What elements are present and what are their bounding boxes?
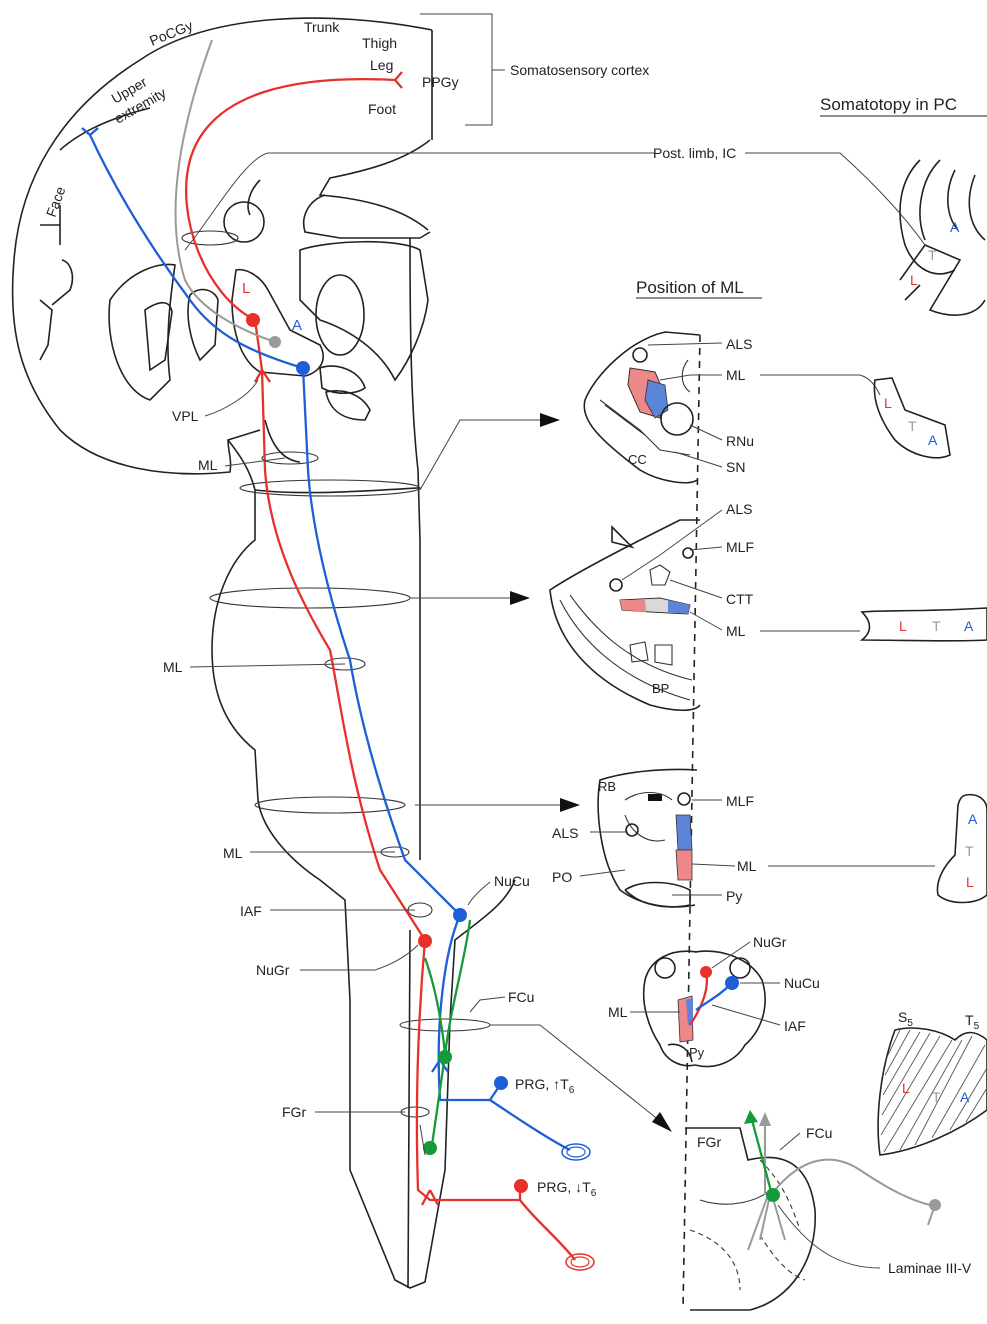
label-prg-lower: PRG, ↓T6 xyxy=(537,1179,597,1199)
label-nucu: NuCu xyxy=(494,873,530,889)
medulla-als: ALS xyxy=(552,825,578,841)
cord-somato-a: A xyxy=(960,1089,970,1105)
label-post-limb-ic: Post. limb, IC xyxy=(653,145,736,161)
somatotopy-midbrain: L T A xyxy=(874,378,950,458)
label-a-thalamus: A xyxy=(292,317,302,334)
caudal-ml: ML xyxy=(608,1004,628,1020)
somatotopy-leaders xyxy=(760,375,935,866)
pons-somato-l: L xyxy=(899,618,907,634)
mid-sn: SN xyxy=(726,459,745,475)
label-ml-2: ML xyxy=(163,659,183,675)
label-thigh: Thigh xyxy=(362,35,397,51)
mid-somato-t: T xyxy=(908,418,917,434)
mid-cc: CC xyxy=(628,452,647,467)
caudal-nugr: NuGr xyxy=(753,934,787,950)
brainstem-labels: ML ML ML IAF NuCu NuGr FCu FGr PRG, ↑T6 … xyxy=(163,457,597,1199)
med-somato-l: L xyxy=(966,874,974,890)
caudal-nucu: NuCu xyxy=(784,975,820,991)
ic-t: T xyxy=(928,247,937,263)
label-nugr: NuGr xyxy=(256,962,290,978)
label-ml-3: ML xyxy=(223,845,243,861)
section-medulla: RB MLF ALS PO ML Py xyxy=(552,769,757,906)
section-midbrain: CC ALS ML RNu SN xyxy=(584,332,754,483)
medulla-ml: ML xyxy=(737,858,757,874)
label-pocgy: PoCGy xyxy=(147,17,195,49)
ic-a: A xyxy=(950,219,960,235)
somatotopy-cord: S5 T5 L T A xyxy=(878,1009,987,1155)
med-somato-t: T xyxy=(965,843,974,859)
pons-ctt: CTT xyxy=(726,591,754,607)
label-vpl: VPL xyxy=(172,408,199,424)
mid-ml: ML xyxy=(726,367,746,383)
pons-somato-a: A xyxy=(964,618,974,634)
label-somatosensory-cortex: Somatosensory cortex xyxy=(510,62,649,78)
pons-bp: BP xyxy=(652,681,669,696)
mid-somato-l: L xyxy=(884,395,892,411)
cortex-labels: PoCGy Trunk Thigh Leg Foot PPGy Somatose… xyxy=(43,17,736,424)
medulla-rb: RB xyxy=(598,779,616,794)
label-iaf: IAF xyxy=(240,903,262,919)
sections-title: Position of ML xyxy=(636,278,744,297)
cord-s5: S5 xyxy=(898,1009,913,1029)
section-pons: BP ALS MLF CTT ML xyxy=(550,501,754,710)
cord-t5: T5 xyxy=(965,1012,980,1032)
medulla-mlf: MLF xyxy=(726,793,754,809)
med-somato-a: A xyxy=(968,811,978,827)
pons-als: ALS xyxy=(726,501,752,517)
label-ppgy: PPGy xyxy=(422,74,459,90)
caudal-py: Py xyxy=(689,1045,705,1060)
label-fcu: FCu xyxy=(508,989,534,1005)
cord-fgr: FGr xyxy=(697,1134,721,1150)
label-foot: Foot xyxy=(368,101,396,117)
medulla-py: Py xyxy=(726,888,742,904)
somatotopy-title: Somatotopy in PC xyxy=(820,95,957,114)
pons-ml: ML xyxy=(726,623,746,639)
label-ml-1: ML xyxy=(198,457,218,473)
arm-pathway xyxy=(82,128,590,1160)
pons-somato-t: T xyxy=(932,618,941,634)
label-leg: Leg xyxy=(370,57,393,73)
ic-l: L xyxy=(910,272,918,288)
section-caudal-medulla: Py NuGr NuCu ML IAF xyxy=(608,934,820,1066)
label-l-thalamus: L xyxy=(242,280,250,297)
caudal-iaf: IAF xyxy=(784,1018,806,1034)
label-face: Face xyxy=(43,184,69,219)
cord-somato-l: L xyxy=(902,1080,910,1096)
mid-als: ALS xyxy=(726,336,752,352)
cord-somato-t: T xyxy=(932,1089,941,1105)
somatotopy-pons: L T A xyxy=(862,608,987,641)
section-spinal-cord: FGr FCu Laminae III-V xyxy=(685,1110,972,1310)
mid-somato-a: A xyxy=(928,432,938,448)
label-trunk: Trunk xyxy=(304,19,340,35)
label-prg-upper: PRG, ↑T6 xyxy=(515,1076,575,1096)
cord-fcu: FCu xyxy=(806,1125,832,1141)
label-fgr: FGr xyxy=(282,1104,306,1120)
mid-rnu: RNu xyxy=(726,433,754,449)
pons-mlf: MLF xyxy=(726,539,754,555)
medulla-po: PO xyxy=(552,869,572,885)
somatotopy-medulla: A T L xyxy=(937,795,987,903)
cord-laminae: Laminae III-V xyxy=(888,1260,972,1276)
somatotopy-ic: A T L xyxy=(900,160,985,315)
